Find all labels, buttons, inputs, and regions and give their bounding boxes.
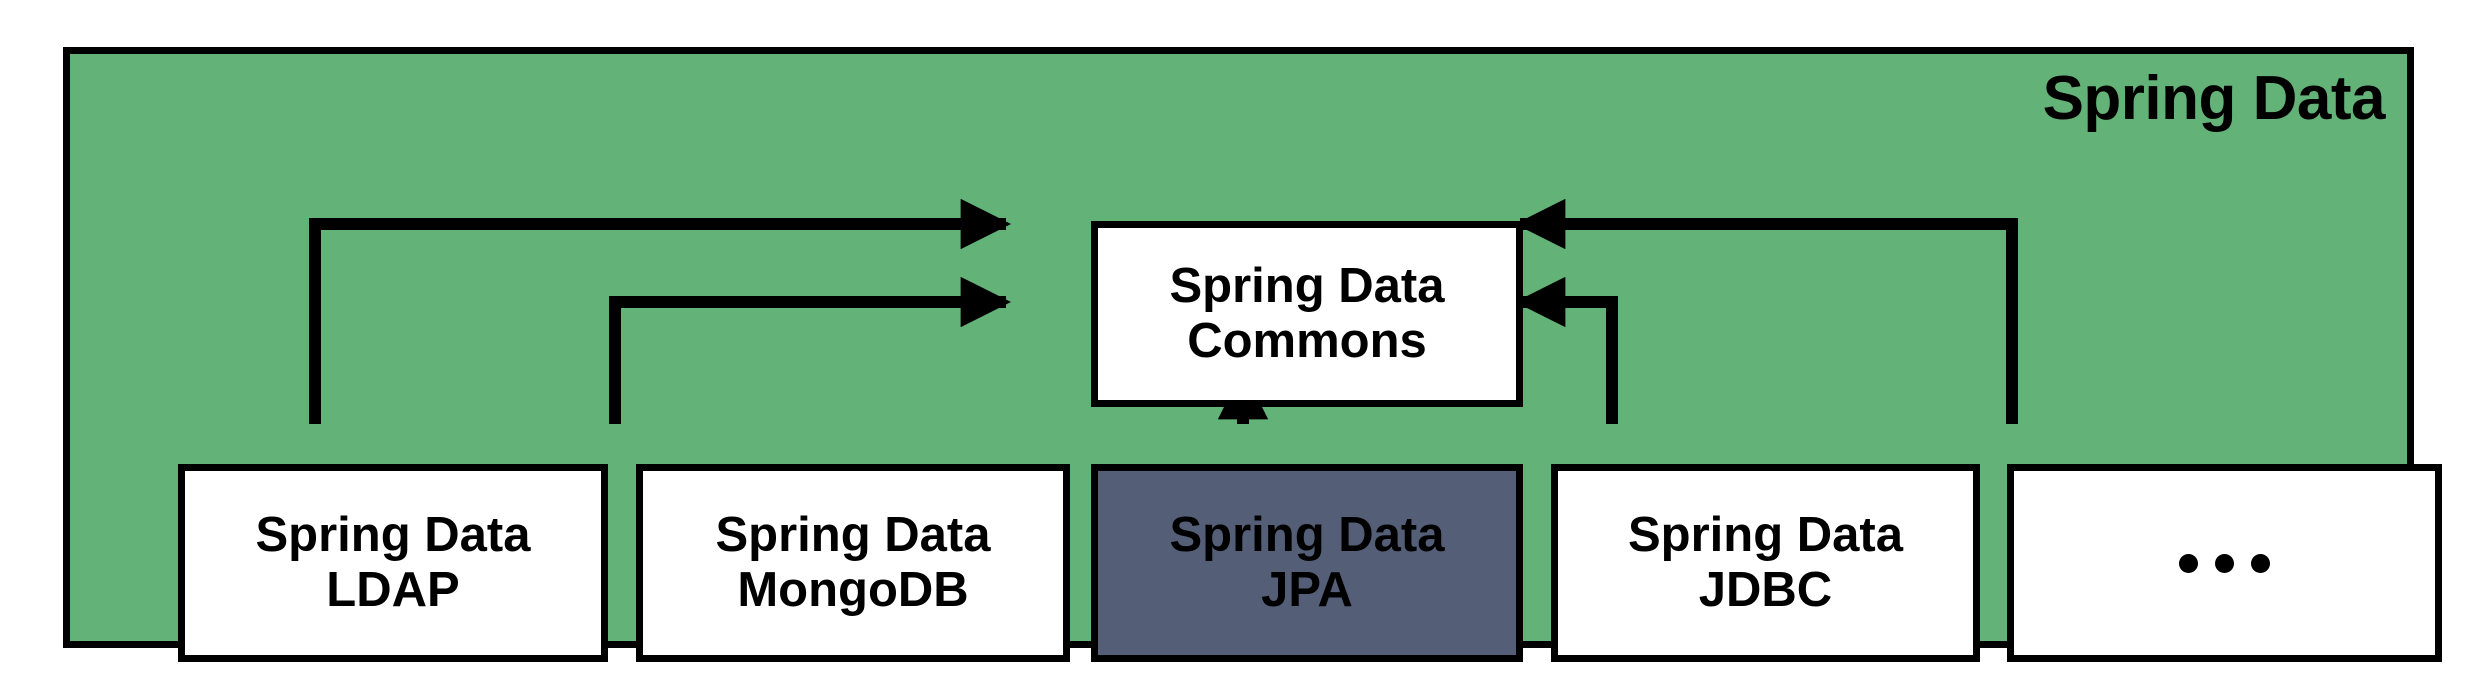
edge-other-to-commons: [1514, 198, 2018, 424]
node-spring-data-other[interactable]: [2007, 464, 2442, 662]
container-title: Spring Data: [2042, 64, 2386, 133]
edge-mongodb-to-commons: [609, 276, 1012, 424]
edge-ldap-to-commons: [309, 198, 1012, 424]
node-spring-data-commons[interactable]: Spring Data Commons: [1091, 221, 1523, 407]
node-spring-data-mongodb[interactable]: Spring Data MongoDB: [636, 464, 1070, 662]
edge-jdbc-to-commons: [1514, 276, 1618, 424]
ellipsis-icon: [2179, 553, 2270, 573]
node-spring-data-jpa[interactable]: Spring Data JPA: [1091, 464, 1523, 662]
spring-data-container: Spring Data: [63, 47, 2442, 662]
node-spring-data-ldap[interactable]: Spring Data LDAP: [178, 464, 608, 662]
node-spring-data-jdbc[interactable]: Spring Data JDBC: [1551, 464, 1980, 662]
